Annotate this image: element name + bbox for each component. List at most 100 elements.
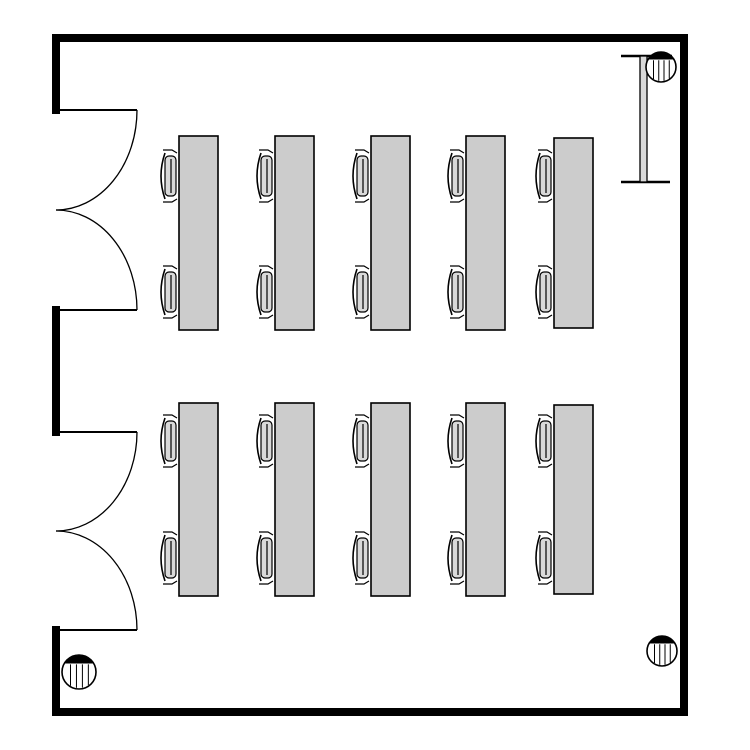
desk-group	[160, 135, 219, 331]
chair-arm-bottom	[450, 463, 465, 468]
chair-arm-bottom	[538, 198, 553, 203]
fixture-cap	[648, 52, 674, 60]
chair-back	[535, 268, 541, 316]
chair-back	[160, 417, 166, 465]
fixture-circle	[646, 635, 678, 667]
stand-post	[639, 55, 648, 183]
chair-back	[352, 417, 358, 465]
desk-group	[535, 404, 594, 595]
chair-back	[535, 417, 541, 465]
chair	[352, 265, 370, 319]
chair-back	[535, 534, 541, 582]
chair-arm-bottom	[163, 314, 178, 319]
door-swing-arc	[55, 209, 138, 311]
chair-arm-bottom	[355, 198, 370, 203]
chair	[447, 414, 465, 468]
chair	[256, 149, 274, 203]
chair-arm-bottom	[450, 314, 465, 319]
fixture-circle	[645, 51, 677, 83]
desk	[553, 137, 594, 329]
chair	[535, 265, 553, 319]
chair-arm-bottom	[259, 580, 274, 585]
chair	[256, 414, 274, 468]
desk-group	[447, 135, 506, 331]
desk	[465, 135, 506, 331]
chair-arm-bottom	[355, 314, 370, 319]
chair-arm-bottom	[538, 314, 553, 319]
chair-arm-top	[163, 265, 178, 270]
desk-group	[352, 402, 411, 597]
chair-arm-top	[163, 414, 178, 419]
fixture-cap	[64, 655, 94, 664]
chair-arm-bottom	[355, 580, 370, 585]
chair	[447, 531, 465, 585]
chair-arm-top	[259, 414, 274, 419]
chair-arm-top	[538, 414, 553, 419]
chair-back	[447, 534, 453, 582]
chair-back	[256, 534, 262, 582]
door-swing-arc	[55, 109, 138, 211]
desk	[465, 402, 506, 597]
chair	[160, 265, 178, 319]
desk	[178, 402, 219, 597]
desk-group	[160, 402, 219, 597]
chair-arm-top	[450, 414, 465, 419]
room-walls	[52, 34, 688, 716]
desk	[274, 402, 315, 597]
chair-arm-top	[259, 531, 274, 536]
chair	[160, 149, 178, 203]
lectern-stand	[621, 54, 672, 184]
chair	[352, 149, 370, 203]
chair-back	[352, 152, 358, 200]
fixture-cap	[649, 636, 675, 644]
chair	[447, 149, 465, 203]
chair-arm-top	[355, 414, 370, 419]
corner-fixtures	[61, 51, 678, 690]
desk	[553, 404, 594, 595]
chair-arm-top	[259, 265, 274, 270]
chair-back	[160, 268, 166, 316]
chair-arm-top	[538, 149, 553, 154]
chair	[352, 414, 370, 468]
chair-back	[256, 417, 262, 465]
chair-arm-top	[355, 531, 370, 536]
chair	[160, 531, 178, 585]
desk-grid	[160, 135, 594, 597]
fixture-circle	[61, 654, 97, 690]
chair-back	[447, 152, 453, 200]
chair-arm-bottom	[259, 463, 274, 468]
chair-arm-top	[163, 149, 178, 154]
door-swing-arc	[55, 431, 138, 532]
chair-back	[352, 534, 358, 582]
chair-arm-bottom	[163, 463, 178, 468]
door-swing-arc	[55, 530, 138, 631]
chair	[447, 265, 465, 319]
desk	[274, 135, 315, 331]
chair-arm-bottom	[355, 463, 370, 468]
desk	[370, 402, 411, 597]
chair-arm-bottom	[538, 463, 553, 468]
double-door-lower	[55, 431, 138, 631]
chair-arm-top	[355, 265, 370, 270]
chair-arm-bottom	[450, 580, 465, 585]
chair-back	[352, 268, 358, 316]
chair	[352, 531, 370, 585]
chair-arm-top	[163, 531, 178, 536]
chair-arm-top	[538, 531, 553, 536]
chair-back	[447, 268, 453, 316]
chair	[535, 414, 553, 468]
chair-arm-bottom	[259, 198, 274, 203]
chair	[256, 265, 274, 319]
chair-arm-top	[538, 265, 553, 270]
chair	[535, 149, 553, 203]
desk	[178, 135, 219, 331]
chair-back	[160, 534, 166, 582]
chair-arm-top	[259, 149, 274, 154]
desk-group	[256, 135, 315, 331]
chair-back	[256, 268, 262, 316]
desk-group	[447, 402, 506, 597]
chair	[256, 531, 274, 585]
chair-arm-top	[450, 149, 465, 154]
chair-arm-bottom	[163, 580, 178, 585]
